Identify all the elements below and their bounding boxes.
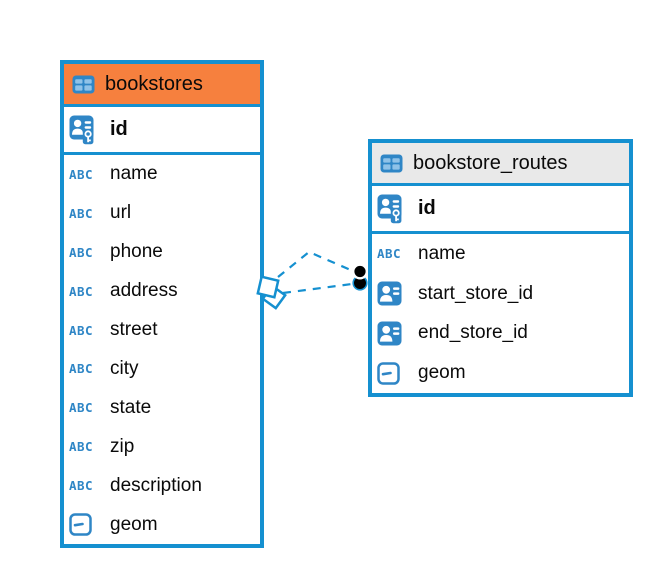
geometry-type-icon [377,361,410,385]
entity-bookstores[interactable]: bookstores id ABC name [60,60,264,548]
column-row[interactable]: ABC zip [64,427,260,466]
entity-header-bookstore-routes[interactable]: bookstore_routes [372,143,629,186]
column-row[interactable]: ABC state [64,388,260,427]
column-row-id[interactable]: id [64,107,260,155]
text-type-icon: ABC [69,439,94,455]
text-type-icon: ABC [69,478,94,494]
relation-one-marker [352,263,369,291]
reference-type-icon [377,321,410,346]
column-label: end_store_id [418,322,528,344]
primary-key-icon [377,194,410,224]
text-type-icon: ABC [69,283,94,299]
text-type-icon: ABC [69,361,94,377]
column-row[interactable]: end_store_id [372,314,629,354]
column-label: url [110,202,132,224]
column-label: name [418,242,466,264]
column-label: street [110,319,158,341]
entity-header-bookstores[interactable]: bookstores [64,64,260,107]
table-title: bookstores [105,72,203,95]
column-label: geom [110,513,158,535]
entity-bookstore-routes[interactable]: bookstore_routes id ABC name [368,139,633,397]
column-label: city [110,357,139,379]
column-label: start_store_id [418,282,534,304]
column-label: geom [418,362,466,384]
geometry-type-icon [69,513,102,536]
column-row[interactable]: ABC street [64,311,260,350]
text-type-icon: ABC [69,244,94,260]
column-row[interactable]: ABC description [64,466,260,505]
column-label: name [110,163,158,185]
column-label: description [110,474,202,496]
column-row[interactable]: geom [64,505,260,544]
reference-type-icon [377,281,410,306]
text-type-icon: ABC [69,166,94,182]
text-type-icon: ABC [69,400,94,416]
column-row[interactable]: start_store_id [372,274,629,314]
table-icon [380,154,404,173]
text-type-icon: ABC [69,205,94,221]
column-row-id[interactable]: id [372,186,629,234]
column-row[interactable]: ABC name [372,234,629,274]
column-row[interactable]: ABC name [64,155,260,194]
column-label: id [418,197,436,219]
column-label: address [110,280,178,302]
table-title: bookstore_routes [413,151,568,174]
column-label: zip [110,435,135,457]
table-icon [72,75,96,94]
relation-line-upper[interactable] [277,250,354,278]
column-row[interactable]: ABC city [64,350,260,389]
column-label: phone [110,241,163,263]
primary-key-icon [69,115,102,145]
column-label: state [110,396,152,418]
column-row[interactable]: ABC phone [64,233,260,272]
text-type-icon: ABC [69,322,94,338]
column-row[interactable]: geom [372,353,629,393]
text-type-icon: ABC [377,246,402,262]
relation-line-lower[interactable] [282,282,353,295]
column-row[interactable]: ABC address [64,272,260,311]
column-label: id [110,118,128,140]
column-row[interactable]: ABC url [64,194,260,233]
